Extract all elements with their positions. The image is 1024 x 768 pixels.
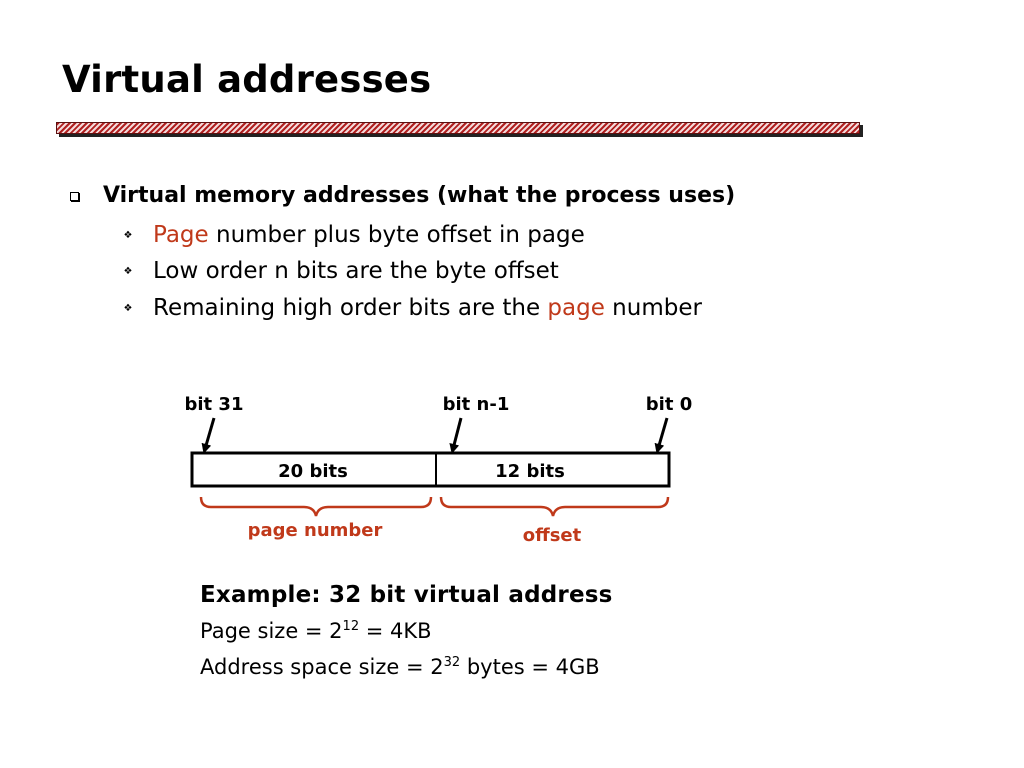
diamond-bullet-icon: ❖ [123, 229, 133, 241]
offset-brace [439, 496, 670, 517]
page-number-brace [199, 496, 433, 517]
main-bullet: Virtual memory addresses (what the proce… [70, 183, 735, 208]
arrow-icon [654, 417, 669, 454]
bit-label-mid: bit n-1 [443, 394, 510, 415]
example-block: Example: 32 bit virtual address Page siz… [200, 579, 613, 683]
page-number-label: page number [248, 520, 383, 541]
bit-label-high: bit 31 [185, 394, 244, 415]
slide-title: Virtual addresses [62, 58, 432, 101]
sub-bullet-high-order: ❖ Remaining high order bits are the page… [122, 295, 702, 321]
example-heading: Example: 32 bit virtual address [200, 582, 613, 608]
title-divider [56, 122, 860, 134]
bit-label-low: bit 0 [646, 394, 692, 415]
diamond-bullet-icon: ❖ [123, 302, 133, 314]
address-space-line: Address space size = 232 bytes = 4GB [200, 655, 600, 679]
address-box [190, 451, 671, 488]
sub-bullet-text: Remaining high order bits are the page n… [153, 295, 702, 321]
sub-bullet-page-offset: ❖ Page number plus byte offset in page [122, 222, 585, 248]
page-size-line: Page size = 212 = 4KB [200, 619, 432, 643]
highlight-term: page [547, 295, 605, 321]
page-bits-label: 20 bits [278, 461, 348, 482]
highlight-term: Page [153, 222, 209, 248]
arrow-icon [449, 417, 463, 454]
offset-label: offset [523, 525, 582, 546]
offset-bits-label: 12 bits [495, 461, 565, 482]
sub-bullet-text: Low order n bits are the byte offset [153, 258, 559, 284]
diamond-bullet-icon: ❖ [123, 265, 133, 277]
arrow-icon [201, 417, 216, 454]
sub-bullet-low-order: ❖ Low order n bits are the byte offset [122, 258, 559, 284]
main-bullet-text: Virtual memory addresses (what the proce… [103, 183, 736, 208]
square-bullet-icon [70, 192, 79, 201]
sub-bullet-text: Page number plus byte offset in page [153, 222, 585, 248]
